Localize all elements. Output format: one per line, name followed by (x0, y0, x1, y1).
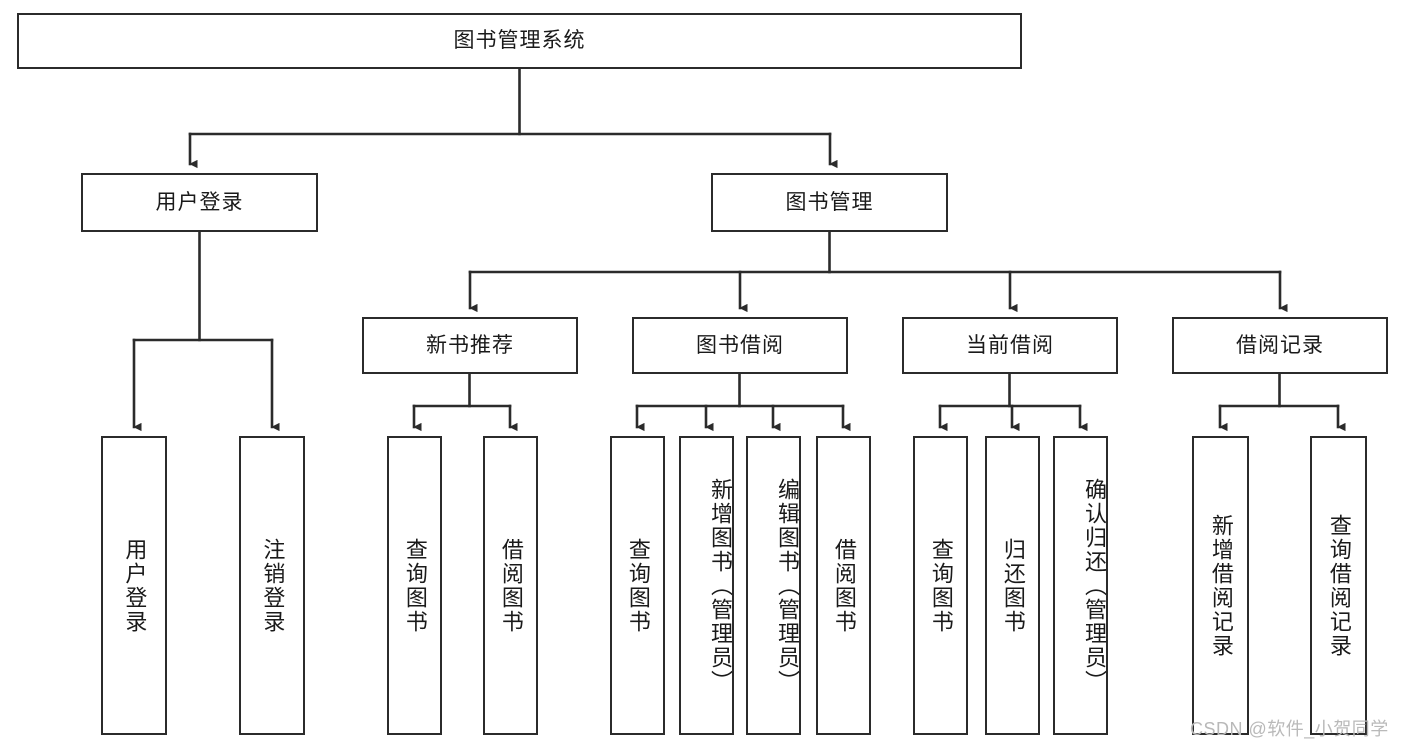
node-leaf-query-books-current[interactable]: 查询图书 (913, 436, 968, 735)
node-label: 新增借阅记录 (1208, 513, 1234, 658)
node-user-login[interactable]: 用户登录 (81, 173, 318, 232)
node-label: 查询图书 (402, 537, 428, 634)
node-leaf-add-borrow-record[interactable]: 新增借阅记录 (1192, 436, 1249, 735)
node-label: 注销登录 (260, 537, 286, 634)
node-current-borrowing[interactable]: 当前借阅 (902, 317, 1118, 374)
node-label: 图书管理系统 (453, 29, 586, 53)
node-leaf-borrow-books-newbook[interactable]: 借阅图书 (483, 436, 538, 735)
node-new-book-recommendation[interactable]: 新书推荐 (362, 317, 578, 374)
node-label: 查询借阅记录 (1326, 513, 1352, 658)
node-label: 借阅图书 (831, 537, 857, 634)
node-label: 新书推荐 (426, 333, 514, 357)
node-label: 用户登录 (122, 537, 148, 634)
node-leaf-query-books-borrow[interactable]: 查询图书 (610, 436, 665, 735)
node-leaf-query-borrow-record[interactable]: 查询借阅记录 (1310, 436, 1367, 735)
node-label: 借阅图书 (498, 537, 524, 634)
node-leaf-confirm-return-admin[interactable]: 确认归还（管理员） (1053, 436, 1108, 735)
node-leaf-user-login[interactable]: 用户登录 (101, 436, 167, 735)
node-label: 借阅记录 (1236, 333, 1324, 357)
node-label: 归还图书 (1000, 537, 1026, 634)
node-root-book-management-system[interactable]: 图书管理系统 (17, 13, 1022, 69)
node-label: 查询图书 (928, 537, 954, 634)
node-book-borrowing[interactable]: 图书借阅 (632, 317, 848, 374)
node-label: 图书管理 (785, 190, 874, 214)
node-label: 当前借阅 (966, 333, 1054, 357)
node-label: 用户登录 (155, 190, 244, 214)
node-label: 新增图书（管理员） (708, 477, 733, 694)
node-leaf-borrow-books[interactable]: 借阅图书 (816, 436, 871, 735)
node-label: 查询图书 (625, 537, 651, 634)
node-book-management[interactable]: 图书管理 (711, 173, 948, 232)
node-leaf-return-books[interactable]: 归还图书 (985, 436, 1040, 735)
node-leaf-add-book-admin[interactable]: 新增图书（管理员） (679, 436, 734, 735)
node-borrowing-records[interactable]: 借阅记录 (1172, 317, 1388, 374)
watermark: CSDN @软件_小贺同学 (1190, 719, 1389, 739)
node-label: 确认归还（管理员） (1082, 477, 1107, 694)
node-label: 图书借阅 (696, 333, 784, 357)
node-leaf-query-books-newbook[interactable]: 查询图书 (387, 436, 442, 735)
node-leaf-logout[interactable]: 注销登录 (239, 436, 305, 735)
node-label: 编辑图书（管理员） (775, 477, 800, 694)
node-leaf-edit-book-admin[interactable]: 编辑图书（管理员） (746, 436, 801, 735)
